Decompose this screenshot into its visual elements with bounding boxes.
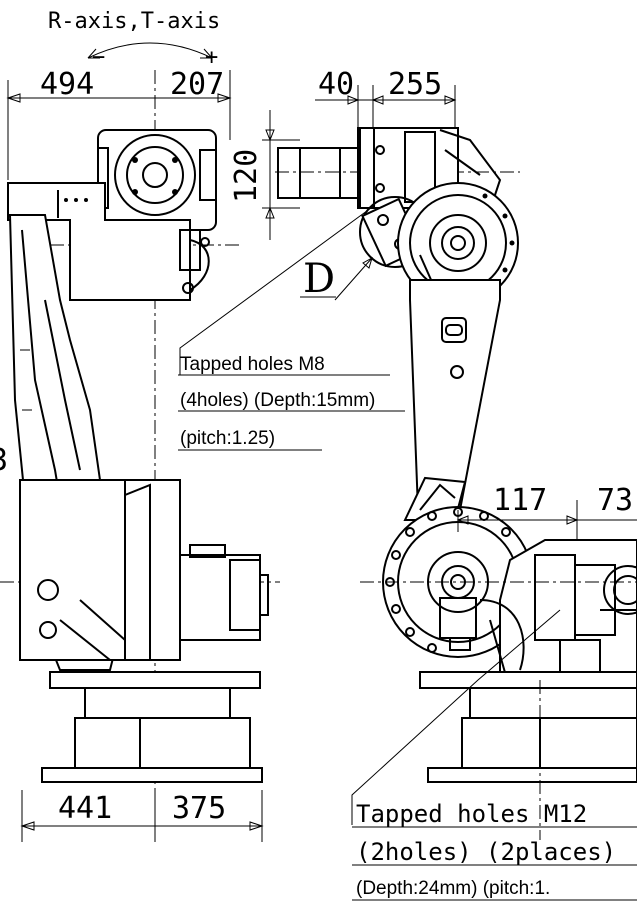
dim-40: 40	[318, 67, 354, 102]
leader-m12	[351, 609, 561, 825]
upper-arm-left-view	[7, 182, 210, 301]
dim-line-117-73	[456, 500, 637, 540]
base-machinery-right-view	[360, 539, 637, 840]
wrist-head-left-view	[97, 129, 217, 231]
dim-375: 375	[172, 791, 226, 826]
dim-255: 255	[388, 67, 442, 102]
note-m12-line2: (2holes) (2places)	[356, 838, 616, 866]
dim-line-441-375	[20, 790, 264, 842]
forearm-right-view	[409, 279, 501, 511]
dim-494: 494	[40, 67, 94, 102]
dim-207: 207	[170, 67, 224, 102]
dim-73: 73	[597, 483, 633, 518]
dim-line-494-207	[6, 70, 232, 180]
shoulder-joint-right-view	[382, 476, 534, 658]
note-m12-line1: Tapped holes M12	[356, 800, 587, 828]
leader-m8	[179, 204, 376, 375]
dim-3-partial: 3	[0, 443, 8, 478]
base-left-view	[19, 479, 269, 783]
detail-label-d: D	[303, 256, 335, 302]
note-m8-line1: Tapped holes M8	[180, 354, 325, 375]
rotation-arrow-icon	[87, 42, 213, 59]
axis-label: R-axis,T-axis	[48, 9, 220, 34]
note-m12-line3: (Depth:24mm) (pitch:1.	[356, 878, 550, 899]
rotation-minus: −	[92, 45, 105, 70]
dim-441: 441	[58, 791, 112, 826]
rotation-plus: +	[205, 45, 218, 70]
dim-line-120	[262, 110, 300, 240]
dim-120: 120	[229, 149, 264, 203]
dim-117: 117	[493, 483, 547, 518]
note-m8-line2: (4holes) (Depth:15mm)	[180, 390, 375, 411]
note-m8-line3: (pitch:1.25)	[180, 428, 275, 449]
